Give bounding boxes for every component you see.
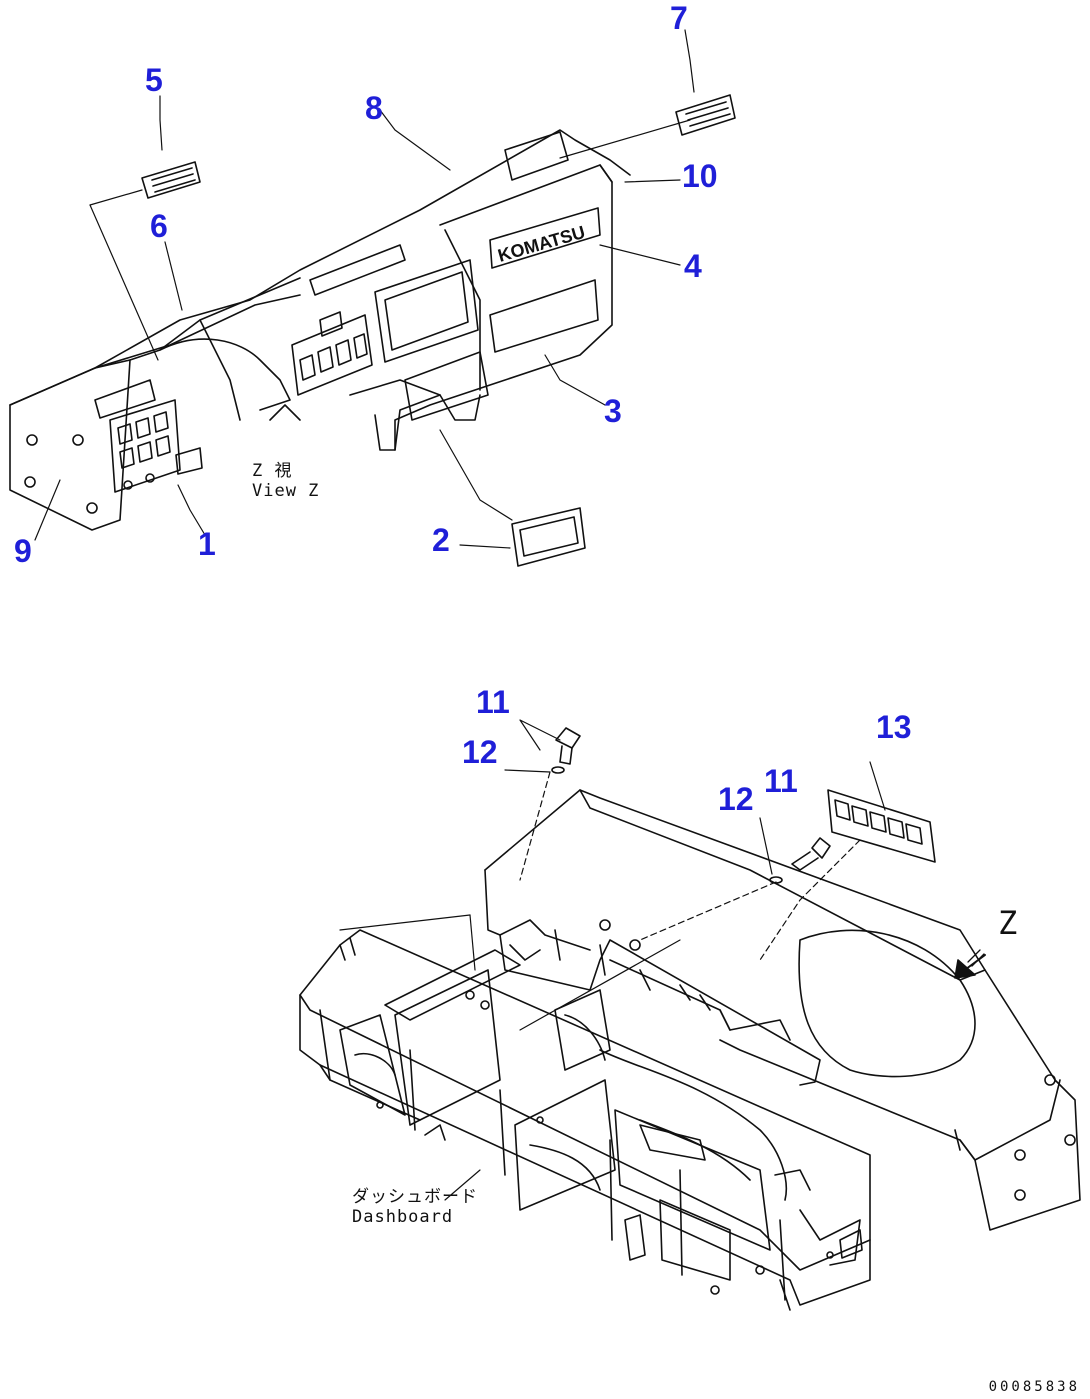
callout-13: 13 [876, 709, 912, 745]
right-opening [489, 279, 599, 353]
callout-12-a: 12 [462, 734, 498, 770]
callout-11-b: 11 [764, 763, 798, 799]
callout-3: 3 [604, 393, 622, 429]
callout-2: 2 [432, 522, 450, 558]
callout-11-a: 11 [476, 684, 510, 720]
bolt-hole [72, 434, 84, 446]
vent-grille-7 [675, 94, 736, 136]
panel-fold [199, 319, 241, 421]
callout-6: 6 [150, 208, 168, 244]
upper-slot [309, 244, 406, 296]
callout-4: 4 [684, 248, 702, 284]
bolt-11-a [555, 727, 581, 765]
arrow-z-letter: Z [998, 904, 1019, 942]
logo-text: KOMATSU [496, 222, 588, 266]
bolt-hole [26, 434, 38, 446]
callout-1: 1 [198, 526, 216, 562]
dashboard-jp: ダッシュボード [352, 1187, 478, 1207]
leader-lines-top [34, 29, 695, 549]
leader-lines-bottom [339, 719, 886, 1201]
bolt-hole [24, 476, 36, 488]
edge [599, 164, 613, 183]
vent-housing [504, 131, 569, 181]
callout-12-b: 12 [718, 781, 754, 817]
bolt-hole [86, 502, 98, 514]
cover-part-2 [511, 507, 586, 567]
center-drop [349, 379, 441, 451]
callout-7: 7 [670, 0, 688, 36]
callout-5: 5 [145, 62, 163, 98]
dashboard-en: Dashboard [352, 1206, 454, 1227]
cluster-opening-inner [384, 271, 469, 351]
hood-curve [159, 338, 291, 411]
right-body [394, 164, 613, 451]
bolt-11-b [791, 837, 831, 871]
cluster-opening [374, 259, 479, 363]
upper-panel-exploded [484, 789, 1081, 1231]
center-drop-right [439, 394, 481, 421]
switch-block-13 [827, 789, 936, 863]
view-z-jp: Z 視 [252, 461, 293, 481]
panel-front-edge [129, 277, 301, 361]
callout-10: 10 [682, 158, 718, 194]
dashboard-label: ダッシュボード Dashboard [352, 1187, 478, 1227]
drawing-number: 00085838 [988, 1379, 1080, 1395]
vent-grille-5 [141, 161, 201, 199]
logo-plate [489, 207, 601, 269]
callout-9: 9 [14, 533, 32, 569]
panel-top-inner [94, 294, 301, 369]
panel-top-edge [9, 129, 631, 406]
callout-8: 8 [365, 90, 383, 126]
washer-12-b [769, 876, 783, 884]
view-z-en: View Z [252, 480, 320, 501]
view-z-arrow [954, 949, 986, 979]
washer-12-a [551, 766, 565, 774]
right-body-division [444, 229, 481, 391]
left-switch-bank [94, 379, 203, 493]
view-z-label: Z 視 View Z [252, 461, 320, 501]
dash-panel-assembly: KOMATSU [9, 129, 631, 531]
center-switch-bank [291, 311, 373, 396]
clip [269, 404, 301, 421]
dashboard-frame [299, 929, 871, 1311]
